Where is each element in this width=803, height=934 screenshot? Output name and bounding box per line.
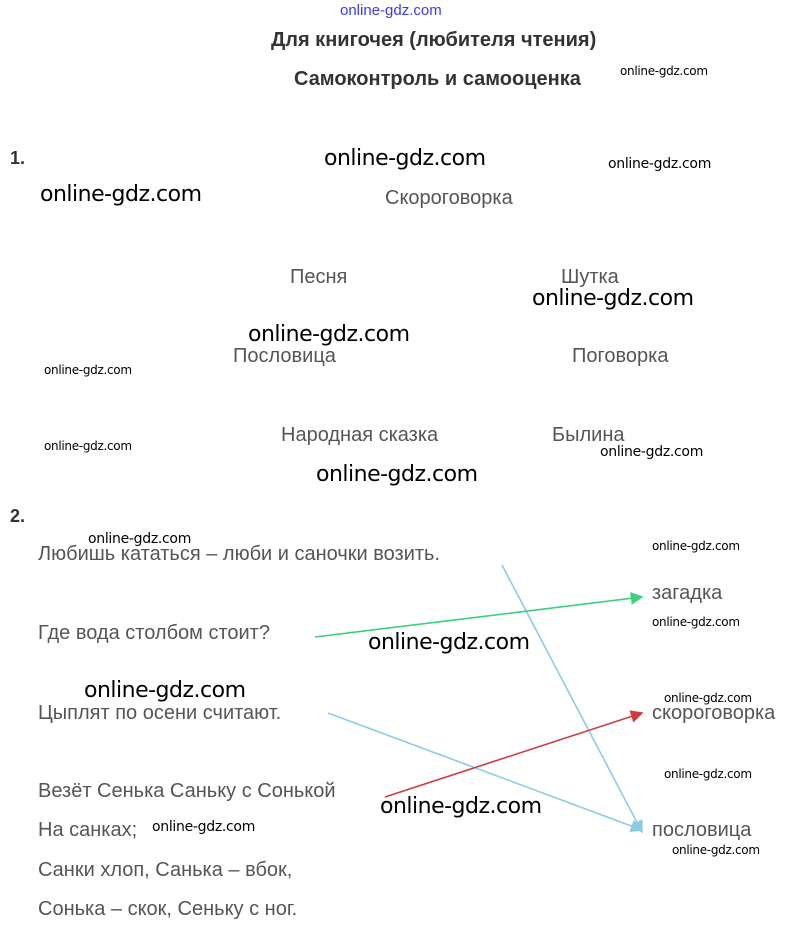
answer-riddle: загадка xyxy=(652,582,723,604)
genre-word: Шутка xyxy=(561,266,619,288)
watermark: online-gdz.com xyxy=(88,531,192,547)
watermark: online-gdz.com xyxy=(664,691,752,705)
tongue-twister-line: На санках; xyxy=(38,819,138,841)
page-subtitle: Самоконтроль и самооценка xyxy=(294,68,581,90)
tongue-twister-line: Сонька – скок, Сеньку с ног. xyxy=(38,898,298,920)
watermark: online-gdz.com xyxy=(608,156,712,172)
watermark: online-gdz.com xyxy=(248,322,410,347)
riddle-line: Где вода столбом стоит? xyxy=(38,622,270,644)
watermark: online-gdz.com xyxy=(44,439,132,453)
genre-word: Народная сказка xyxy=(281,424,439,446)
watermark: online-gdz.com xyxy=(652,539,740,553)
watermark: online-gdz.com xyxy=(40,182,202,207)
watermark: online-gdz.com xyxy=(620,64,708,78)
genre-word: Былина xyxy=(552,424,625,446)
watermark: online-gdz.com xyxy=(664,767,752,781)
watermark: online-gdz.com xyxy=(672,843,760,857)
arrow-proverb-2 xyxy=(327,712,644,833)
task-1-number: 1. xyxy=(10,148,26,168)
task-2-number: 2. xyxy=(10,506,26,526)
watermark: online-gdz.com xyxy=(532,286,694,311)
watermark: online-gdz.com xyxy=(324,146,486,171)
arrow-riddle xyxy=(314,592,644,638)
watermark: online-gdz.com xyxy=(152,819,256,835)
answer-proverb: пословица xyxy=(652,819,752,841)
watermark: online-gdz.com xyxy=(380,794,542,819)
arrow-proverb-1 xyxy=(501,564,643,834)
genre-word: Скороговорка xyxy=(385,187,513,209)
proverb-line: Любишь кататься – люби и саночки возить. xyxy=(38,543,441,565)
tongue-twister-line: Везёт Сенька Саньку с Сонькой xyxy=(38,780,336,802)
answer-tongue-twister: скороговорка xyxy=(652,702,776,724)
genre-word: Поговорка xyxy=(572,345,669,367)
watermark: online-gdz.com xyxy=(44,363,132,377)
proverb-line: Цыплят по осени считают. xyxy=(38,702,282,724)
genre-word: Пословица xyxy=(233,345,336,367)
site-watermark-top: online-gdz.com xyxy=(340,2,442,19)
watermark: online-gdz.com xyxy=(316,462,478,487)
watermark: online-gdz.com xyxy=(600,444,704,460)
genre-word: Песня xyxy=(290,266,348,288)
tongue-twister-line: Санки хлоп, Санька – вбок, xyxy=(38,859,293,881)
watermark: online-gdz.com xyxy=(652,615,740,629)
arrow-tongue-twister xyxy=(384,710,644,798)
page-title: Для книгочея (любителя чтения) xyxy=(271,29,597,51)
watermark: online-gdz.com xyxy=(84,678,246,703)
watermark: online-gdz.com xyxy=(368,630,530,655)
